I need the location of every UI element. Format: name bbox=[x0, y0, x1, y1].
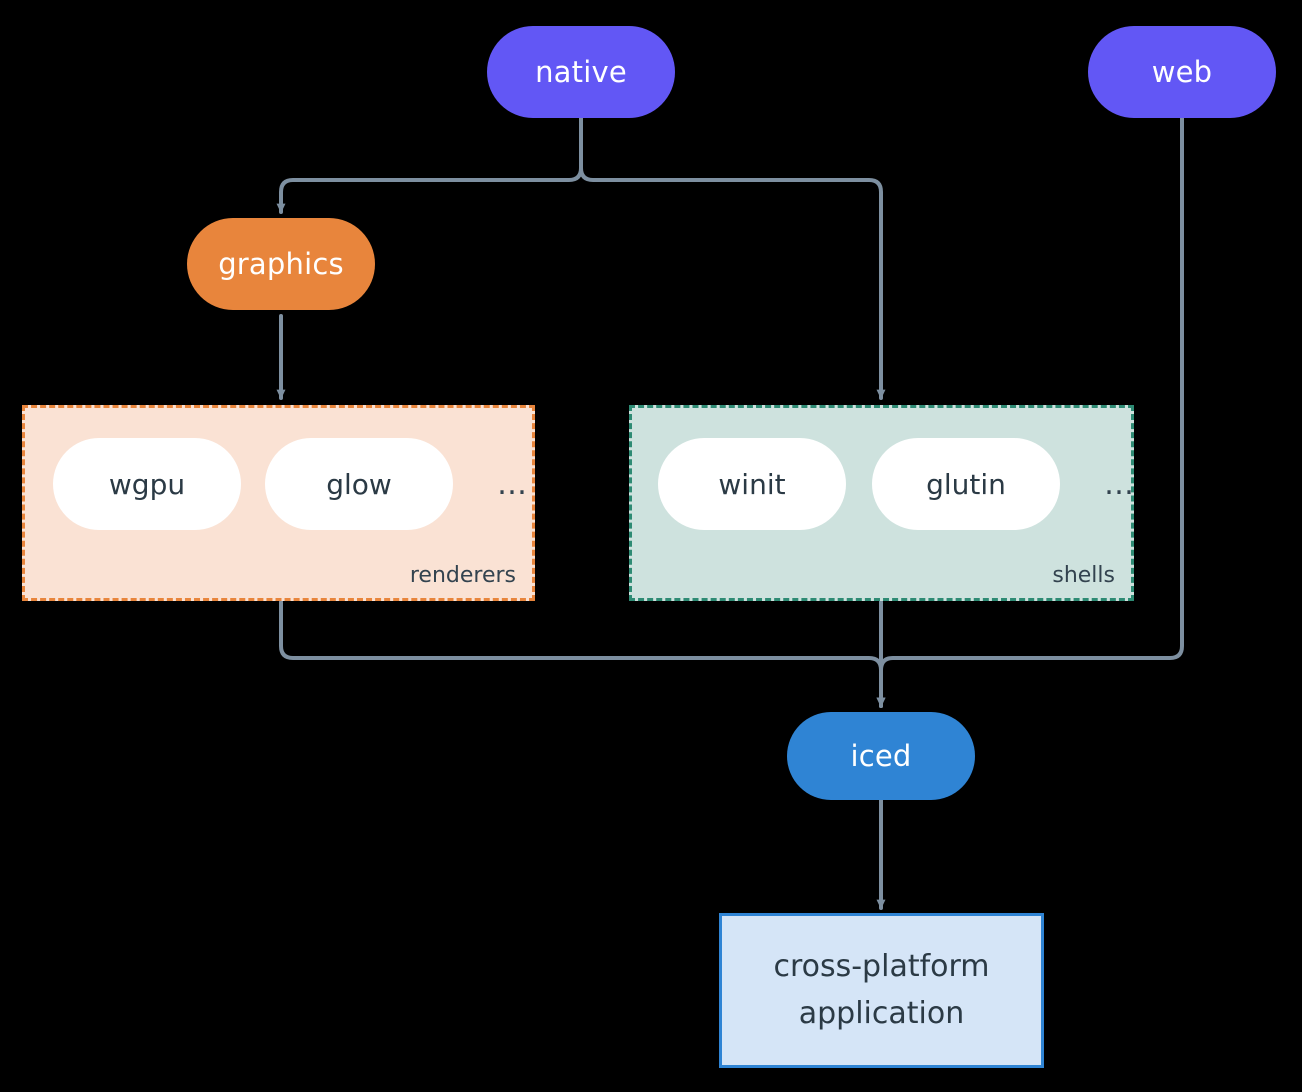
leaf-glutin[interactable]: glutin bbox=[872, 438, 1060, 530]
leaf-winit[interactable]: winit bbox=[658, 438, 846, 530]
node-iced-label: iced bbox=[850, 739, 912, 773]
renderers-overflow-ellipsis: … bbox=[497, 467, 528, 502]
leaf-wgpu-label: wgpu bbox=[108, 467, 186, 501]
node-graphics[interactable]: graphics bbox=[187, 218, 375, 310]
node-native-label: native bbox=[535, 55, 627, 89]
edge-native-to-shells bbox=[579, 116, 886, 400]
leaf-winit-label: winit bbox=[718, 467, 786, 501]
group-renderers-label: renderers bbox=[409, 563, 516, 588]
group-renderers: wgpu glow … renderers bbox=[22, 405, 535, 601]
leaf-glow-label: glow bbox=[326, 467, 392, 501]
leaf-wgpu[interactable]: wgpu bbox=[53, 438, 241, 530]
leaf-glow[interactable]: glow bbox=[265, 438, 453, 530]
node-iced[interactable]: iced bbox=[787, 712, 975, 800]
application-label-line2: application bbox=[798, 995, 965, 1031]
leaf-glutin-label: glutin bbox=[926, 467, 1006, 501]
node-native[interactable]: native bbox=[487, 26, 675, 118]
edge-web-to-iced bbox=[876, 116, 1184, 708]
edge-native-to-graphics bbox=[276, 116, 583, 214]
group-shells: winit glutin … shells bbox=[629, 405, 1134, 601]
node-graphics-label: graphics bbox=[218, 247, 344, 281]
group-shells-label: shells bbox=[1052, 563, 1115, 588]
edge-renderers-to-iced bbox=[279, 600, 886, 708]
shells-overflow-ellipsis: … bbox=[1104, 467, 1135, 502]
node-cross-platform-application[interactable]: cross-platform application bbox=[719, 913, 1044, 1068]
application-label-line1: cross-platform bbox=[773, 949, 990, 984]
node-web-label: web bbox=[1151, 55, 1213, 89]
node-web[interactable]: web bbox=[1088, 26, 1276, 118]
